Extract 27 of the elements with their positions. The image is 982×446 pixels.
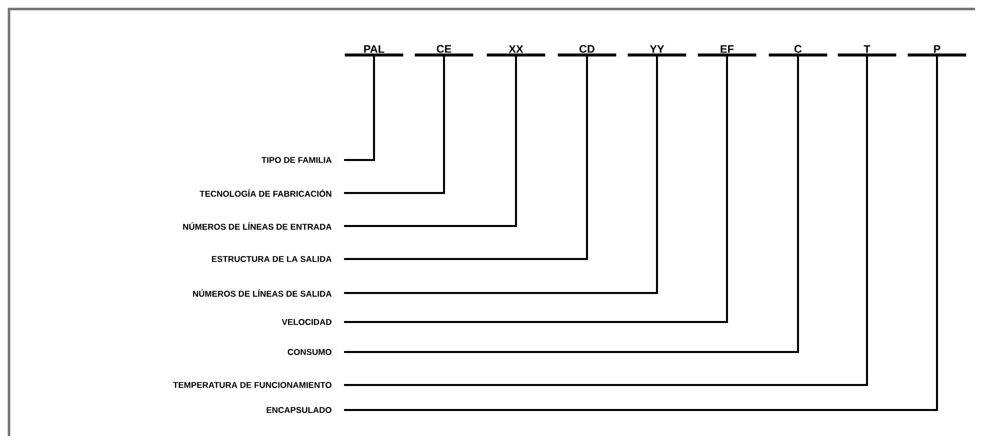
leader-line [344, 56, 445, 194]
leader-line [344, 56, 517, 227]
code-segment: P [908, 45, 966, 56]
field-label: NÚMEROS DE LÍNEAS DE ENTRADA [183, 222, 332, 230]
leader-line [344, 56, 868, 386]
leader-line [344, 56, 799, 353]
field-label: ENCAPSULADO [266, 407, 332, 413]
field-label: NÚMEROS DE LÍNEAS DE SALIDA [193, 289, 332, 297]
code-segment: PAL [344, 45, 404, 56]
leader-line [344, 56, 658, 294]
field-label: ESTRUCTURA DE LA SALIDA [212, 256, 332, 262]
code-segment: C [768, 45, 828, 56]
code-segment: XX [486, 45, 546, 56]
code-segment: YY [628, 45, 686, 56]
field-label: TECNOLOGÍA DE FABRICACIÓN [200, 189, 332, 197]
leader-line [344, 56, 938, 411]
code-segment: EF [698, 45, 756, 56]
field-label: TIPO DE FAMILIA [262, 157, 332, 163]
field-label: CONSUMO [288, 349, 332, 355]
leader-line [344, 56, 728, 323]
code-segment: T [838, 45, 896, 56]
field-label: VELOCIDAD [282, 319, 332, 325]
field-label: TEMPERATURA DE FUNCIONAMIENTO [173, 382, 332, 388]
code-segment: CE [414, 45, 474, 56]
leader-line [344, 56, 588, 260]
leader-line [344, 56, 375, 161]
code-segment: CD [558, 45, 616, 56]
